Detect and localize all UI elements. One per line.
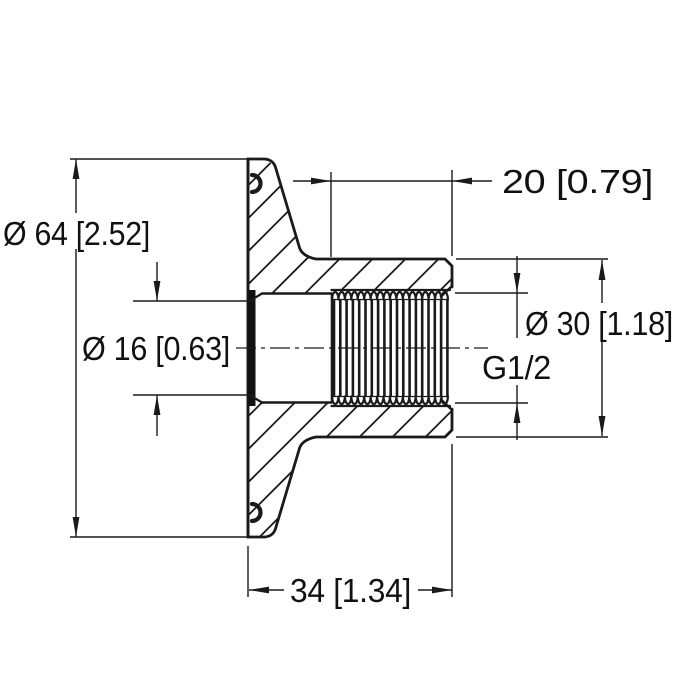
hatch-line xyxy=(248,184,282,219)
weld-bead-bottom xyxy=(249,501,263,524)
arrowhead-down-icon xyxy=(598,416,606,436)
arrowhead-left-icon xyxy=(452,177,472,185)
bore-edges xyxy=(260,292,333,404)
bore-entry-chamfers xyxy=(248,292,264,404)
outline-top-half xyxy=(246,157,454,289)
arrowhead-up-icon xyxy=(513,403,521,423)
dim-overall-length-label: 34 [1.34] xyxy=(290,572,411,609)
dim-bore-diameter-label: Ø 16 [0.63] xyxy=(82,330,230,367)
thread-scallops-bottom xyxy=(330,395,450,406)
dim-flange-outer-diameter-label: Ø 64 [2.52] xyxy=(3,215,150,252)
arrowhead-down-icon xyxy=(72,517,80,537)
arrowhead-up-icon xyxy=(598,260,606,280)
hatch-line xyxy=(247,401,264,417)
dim-overall-length: 34 [1.34] xyxy=(247,444,453,609)
dim-thread-size-label: G1/2 xyxy=(482,349,551,386)
hatch-line xyxy=(248,162,272,186)
hatch-line xyxy=(373,258,406,292)
dimension-lines xyxy=(456,258,608,438)
hatch-line xyxy=(303,258,340,295)
hatch-line xyxy=(340,258,373,292)
hatch-line xyxy=(425,409,453,438)
arrowhead-right-icon xyxy=(432,586,452,594)
thread-scallops-top xyxy=(330,290,450,301)
thread-root-lines xyxy=(330,288,452,408)
dim-thread-size: G1/2 xyxy=(455,256,551,440)
dim-thread-length: 20 [0.79] xyxy=(293,163,653,257)
dim-flange-outer-diameter: Ø 64 [2.52] xyxy=(3,158,247,538)
dimension-lines xyxy=(293,170,492,257)
hatch-line xyxy=(359,404,392,438)
hatch-line xyxy=(248,401,330,483)
dim-body-outer-diameter-label: Ø 30 [1.18] xyxy=(525,305,673,342)
hatch-line xyxy=(392,404,425,438)
hatch-line xyxy=(259,516,280,537)
dimensions: Ø 64 [2.52] Ø 16 [0.63] 20 [0.79] Ø 30 [… xyxy=(3,158,673,609)
weld-bead-top xyxy=(249,172,263,195)
arrowhead-down-icon xyxy=(153,281,161,301)
dimension-lines xyxy=(70,158,247,538)
outline-bottom-half xyxy=(246,407,454,539)
arrowhead-up-icon xyxy=(153,395,161,415)
dim-body-outer-diameter: Ø 30 [1.18] xyxy=(456,258,673,438)
arrowhead-left-icon xyxy=(249,586,269,594)
hatch-line xyxy=(326,404,359,438)
dim-thread-length-label: 20 [0.79] xyxy=(502,163,653,200)
arrowhead-up-icon xyxy=(72,159,80,179)
hatch-line xyxy=(248,210,290,252)
arrowhead-down-icon xyxy=(513,273,521,293)
arrowhead-right-icon xyxy=(311,177,331,185)
hatch-line xyxy=(247,235,297,285)
hatch-line xyxy=(406,258,439,292)
dim-bore-diameter: Ø 16 [0.63] xyxy=(82,262,247,436)
hatch-line xyxy=(270,256,310,295)
hatch-line xyxy=(248,401,297,450)
section-hatching xyxy=(247,162,453,537)
